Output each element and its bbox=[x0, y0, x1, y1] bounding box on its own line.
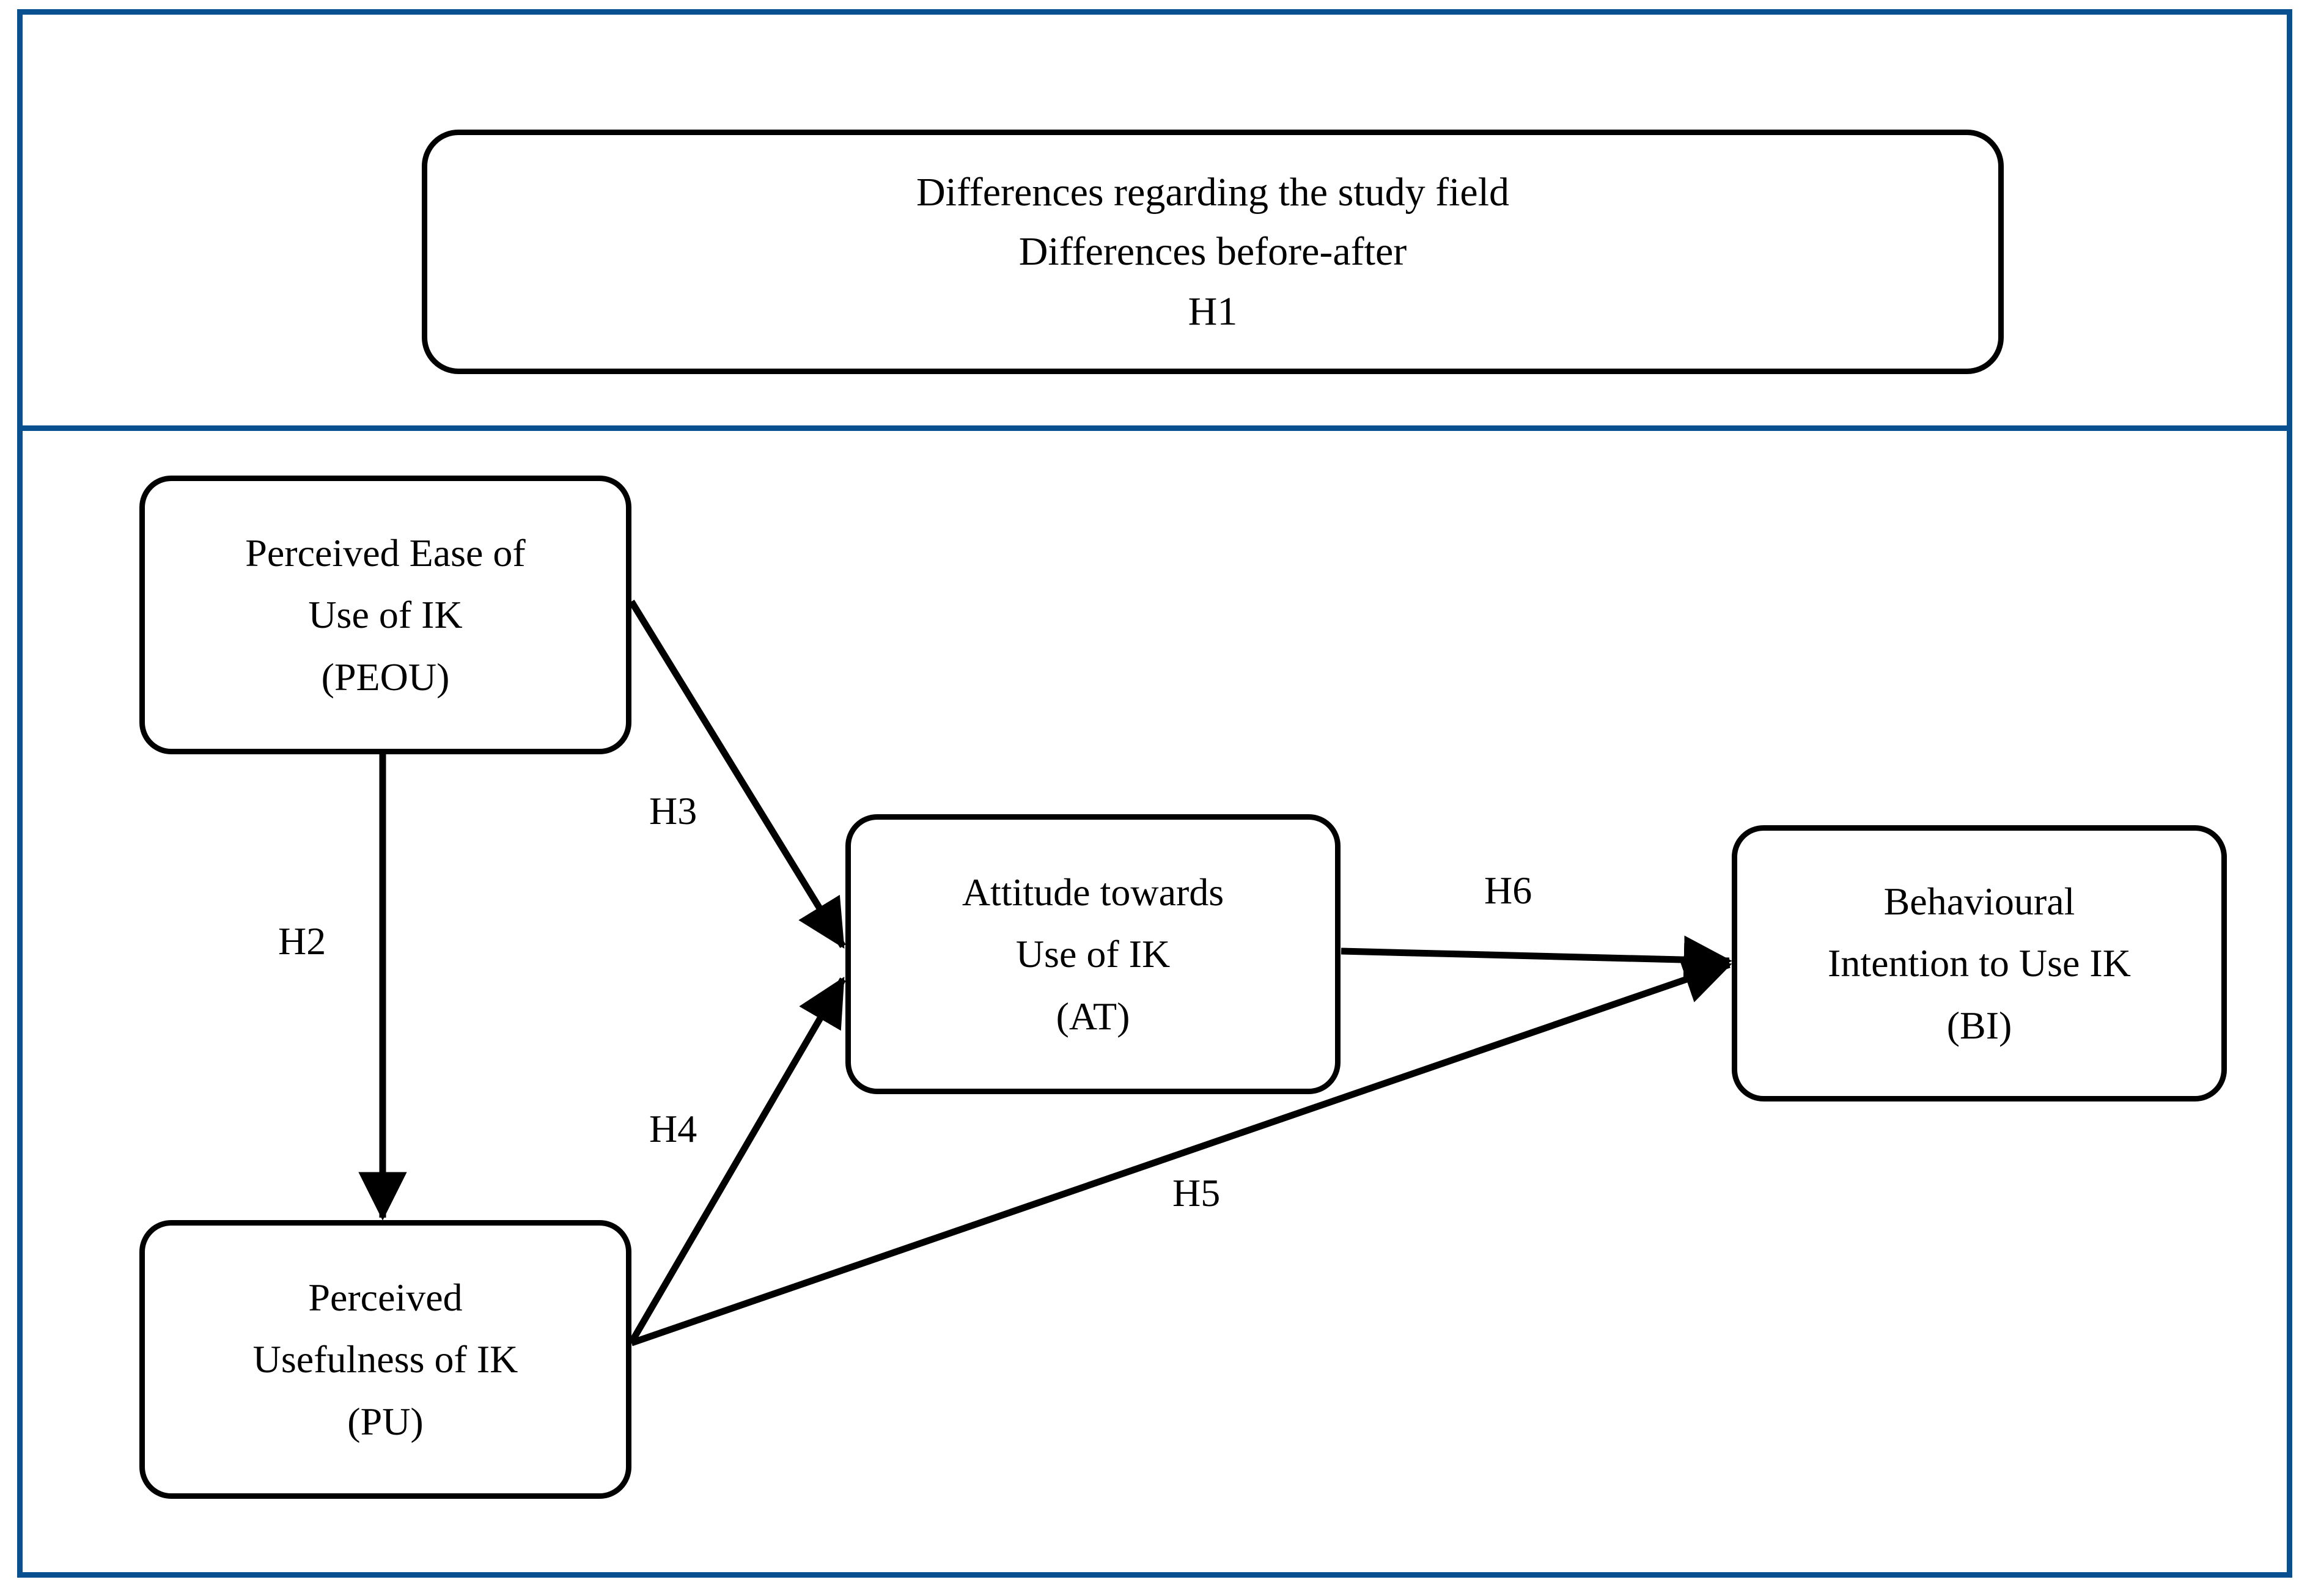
node-at: Attitude towards Use of IK (AT) bbox=[845, 814, 1341, 1094]
outer-frame bbox=[17, 9, 2292, 1578]
node-bi-line2: Intention to Use IK bbox=[1828, 941, 2131, 985]
node-at-abbrev: (AT) bbox=[1056, 994, 1130, 1038]
node-peou-abbrev: (PEOU) bbox=[321, 655, 450, 699]
node-pu: Perceived Usefulness of IK (PU) bbox=[139, 1220, 631, 1499]
node-pu-line1: Perceived bbox=[308, 1276, 463, 1320]
edge-label-h5: H5 bbox=[1172, 1171, 1221, 1215]
moderator-banner-box: Differences regarding the study field Di… bbox=[422, 130, 2004, 374]
node-bi-abbrev: (BI) bbox=[1946, 1003, 2012, 1047]
node-peou-line2: Use of IK bbox=[308, 593, 463, 637]
section-divider bbox=[17, 425, 2292, 431]
edge-label-h2: H2 bbox=[278, 919, 326, 963]
node-at-line2: Use of IK bbox=[1015, 932, 1171, 976]
node-at-line1: Attitude towards bbox=[962, 870, 1224, 914]
edge-label-h4: H4 bbox=[649, 1107, 697, 1150]
node-peou-line1: Perceived Ease of bbox=[245, 531, 526, 575]
edge-label-h6: H6 bbox=[1484, 869, 1532, 912]
banner-line-h1: H1 bbox=[1188, 289, 1238, 334]
banner-line-study-field: Differences regarding the study field bbox=[916, 170, 1510, 215]
node-pu-line2: Usefulness of IK bbox=[252, 1337, 518, 1381]
node-peou: Perceived Ease of Use of IK (PEOU) bbox=[139, 476, 631, 754]
node-bi-line1: Behavioural bbox=[1883, 880, 2075, 924]
edge-label-h3: H3 bbox=[649, 789, 697, 833]
node-pu-abbrev: (PU) bbox=[347, 1399, 424, 1443]
banner-line-before-after: Differences before-after bbox=[1018, 229, 1407, 274]
node-bi: Behavioural Intention to Use IK (BI) bbox=[1732, 825, 2227, 1101]
